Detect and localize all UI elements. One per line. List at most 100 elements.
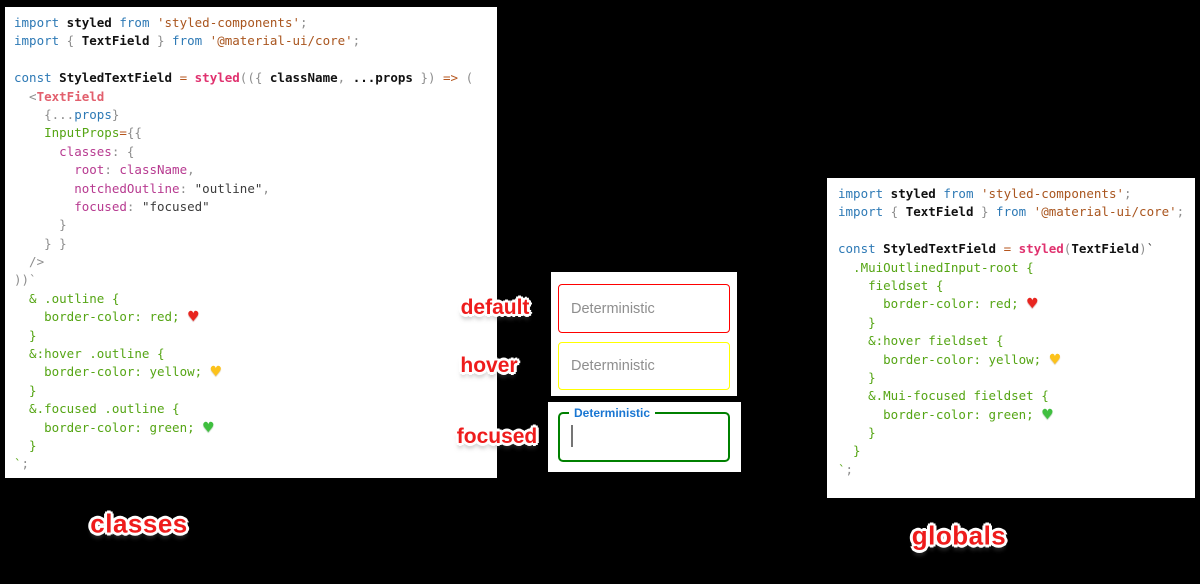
code-token: 'styled-components' <box>149 15 300 30</box>
code-token: className <box>269 70 338 86</box>
code-line: const StyledTextField = styled(({ classN… <box>14 69 497 87</box>
code-token: TextField <box>81 33 150 49</box>
code-token: : { <box>111 143 135 159</box>
code-line: border-color: yellow; ♥ <box>14 363 497 381</box>
code-token: < <box>14 88 37 104</box>
code-line: &:hover .outline { <box>14 345 497 363</box>
code-token: from <box>119 15 150 30</box>
code-token: import <box>838 186 884 201</box>
red-heart-icon: ♥ <box>187 309 200 326</box>
code-line: `; <box>838 461 1195 479</box>
yellow-heart-icon: ♥ <box>209 364 223 381</box>
code-line: } <box>838 424 1195 442</box>
code-token: focused <box>14 198 127 214</box>
code-line: &.focused .outline { <box>14 400 497 418</box>
code-line: /> <box>14 253 497 271</box>
code-token: } <box>14 217 67 233</box>
code-token: styled <box>883 186 944 201</box>
code-token: props <box>74 106 112 122</box>
textfield-default-input[interactable] <box>559 285 729 332</box>
code-token: "outline" <box>194 180 263 196</box>
code-token: from <box>996 204 1027 220</box>
code-line: } <box>14 216 497 234</box>
code-token: } <box>149 33 173 49</box>
code-line: border-color: yellow; ♥ <box>838 351 1195 369</box>
code-line: import styled from 'styled-components'; <box>14 14 497 32</box>
code-token: &:hover fieldset { <box>838 333 1004 349</box>
code-token: ( <box>1063 241 1072 257</box>
code-line: } <box>838 314 1195 332</box>
code-token: 'styled-components' <box>973 186 1124 201</box>
textfield-focused[interactable]: Deterministic <box>558 405 730 462</box>
code-token: styled <box>194 70 240 86</box>
code-line <box>838 222 1195 240</box>
code-token: { <box>883 204 906 220</box>
code-line: border-color: red; ♥ <box>838 295 1195 313</box>
code-line: } } <box>14 235 497 253</box>
code-line: border-color: green; ♥ <box>14 419 497 437</box>
code-token: : <box>126 198 142 214</box>
code-token: border-color: green; <box>838 406 1042 422</box>
code-token: = <box>179 70 195 86</box>
code-token: root <box>14 162 105 178</box>
code-panel-globals: import styled from 'styled-components'; i… <box>827 178 1195 498</box>
state-label-hover: hover <box>460 354 518 377</box>
code-token: InputProps <box>14 125 120 141</box>
code-token: border-color: yellow; <box>14 364 210 380</box>
code-token: border-color: red; <box>838 296 1027 312</box>
code-line: focused: "focused" <box>14 198 497 216</box>
caption-classes: classes <box>90 508 188 539</box>
code-line: const StyledTextField = styled(TextField… <box>838 240 1195 258</box>
code-token: fieldset { <box>838 277 944 293</box>
code-token: &.Mui-focused fieldset { <box>838 388 1049 404</box>
code-token: TextField <box>1071 241 1140 257</box>
code-token: TextField <box>36 88 105 104</box>
code-token: ; <box>845 461 854 477</box>
code-line: ))` <box>14 271 497 289</box>
code-token: styled <box>1018 241 1064 257</box>
code-line: } <box>838 442 1195 460</box>
text-cursor <box>571 425 573 447</box>
code-token: className <box>119 162 188 178</box>
code-token: border-color: red; <box>14 309 188 325</box>
code-line: } <box>838 369 1195 387</box>
code-token: : <box>179 180 195 196</box>
code-token: styled <box>59 15 120 30</box>
yellow-heart-icon: ♥ <box>1048 351 1062 368</box>
code-token: const <box>14 70 52 86</box>
code-line: } <box>14 382 497 400</box>
code-line: <TextField <box>14 88 497 106</box>
code-token: "focused" <box>141 198 210 214</box>
textfield-default[interactable] <box>558 284 730 333</box>
code-token: = <box>119 125 127 141</box>
code-line: import { TextField } from '@material-ui/… <box>14 32 497 50</box>
code-line: classes: { <box>14 143 497 161</box>
code-token: '@material-ui/core' <box>202 33 353 49</box>
code-token: StyledTextField <box>875 241 1004 257</box>
code-token: } <box>14 327 37 343</box>
code-token: import <box>14 15 60 30</box>
red-heart-icon: ♥ <box>1026 296 1039 313</box>
code-token: } <box>973 204 997 220</box>
code-token: : <box>104 162 120 178</box>
green-heart-icon: ♥ <box>1041 406 1054 423</box>
code-token: ; <box>21 456 30 472</box>
code-token: } <box>111 106 120 122</box>
textfield-focused-input[interactable] <box>560 414 728 460</box>
code-token: } <box>838 369 876 385</box>
code-token: } <box>838 314 876 330</box>
code-line: {...props} <box>14 106 497 124</box>
textfield-hover[interactable] <box>558 342 730 390</box>
code-token: , <box>337 70 353 86</box>
code-line <box>14 51 497 69</box>
code-token: import <box>838 204 884 220</box>
textfield-hover-input[interactable] <box>559 343 729 389</box>
code-token: &.focused .outline { <box>14 401 180 417</box>
code-token: } <box>838 443 861 459</box>
code-token: notchedOutline <box>14 180 180 196</box>
code-panel-classes: import styled from 'styled-components';i… <box>5 7 497 478</box>
code-token: ` <box>1146 241 1155 257</box>
code-line: &:hover fieldset { <box>838 332 1195 350</box>
code-line: notchedOutline: "outline", <box>14 180 497 198</box>
